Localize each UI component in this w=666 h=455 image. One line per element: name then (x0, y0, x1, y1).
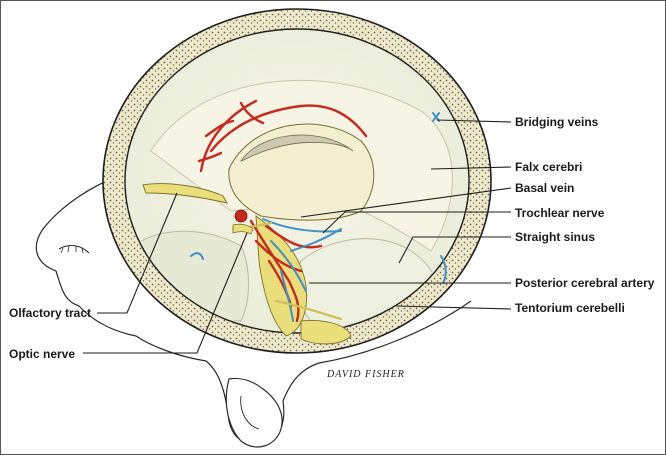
label-falx-cerebri: Falx cerebri (515, 160, 583, 174)
veins (190, 112, 447, 322)
leader-optic-nerve (83, 232, 248, 354)
label-tentorium-cerebelli: Tentorium cerebelli (515, 301, 625, 315)
olfactory-tract (142, 183, 228, 204)
label-bridging-veins: Bridging veins (515, 115, 599, 129)
label-straight-sinus: Straight sinus (515, 230, 596, 244)
label-basal-vein: Basal vein (515, 181, 575, 195)
eyelid (58, 244, 90, 254)
label-trochlear-nerve: Trochlear nerve (515, 206, 605, 220)
leader-falx-cerebri (430, 166, 512, 170)
cerebellum-stub (300, 320, 352, 345)
ear-outline (225, 377, 283, 448)
label-olfactory-tract: Olfactory tract (9, 306, 92, 320)
leader-lines (83, 119, 512, 354)
eyelashes (60, 245, 84, 254)
leader-olfactory-tract (97, 192, 178, 314)
optic-nerve-stub (232, 223, 254, 235)
corpus-callosum-band (240, 134, 354, 162)
label-posterior-cerebral-artery: Posterior cerebral artery (515, 276, 655, 290)
artist-signature: DAVID FISHER (327, 369, 405, 380)
leader-trochlear-nerve (322, 211, 511, 234)
ear-inner (240, 395, 260, 430)
leader-basal-vein (300, 187, 512, 218)
leader-tentorium-cerebelli (395, 305, 512, 310)
leader-bridging-veins (436, 119, 512, 123)
carotid-bulb (234, 209, 248, 223)
leader-straight-sinus (398, 236, 511, 264)
label-optic-nerve: Optic nerve (9, 347, 76, 361)
arteries (197, 99, 368, 323)
face-outline (35, 175, 472, 446)
